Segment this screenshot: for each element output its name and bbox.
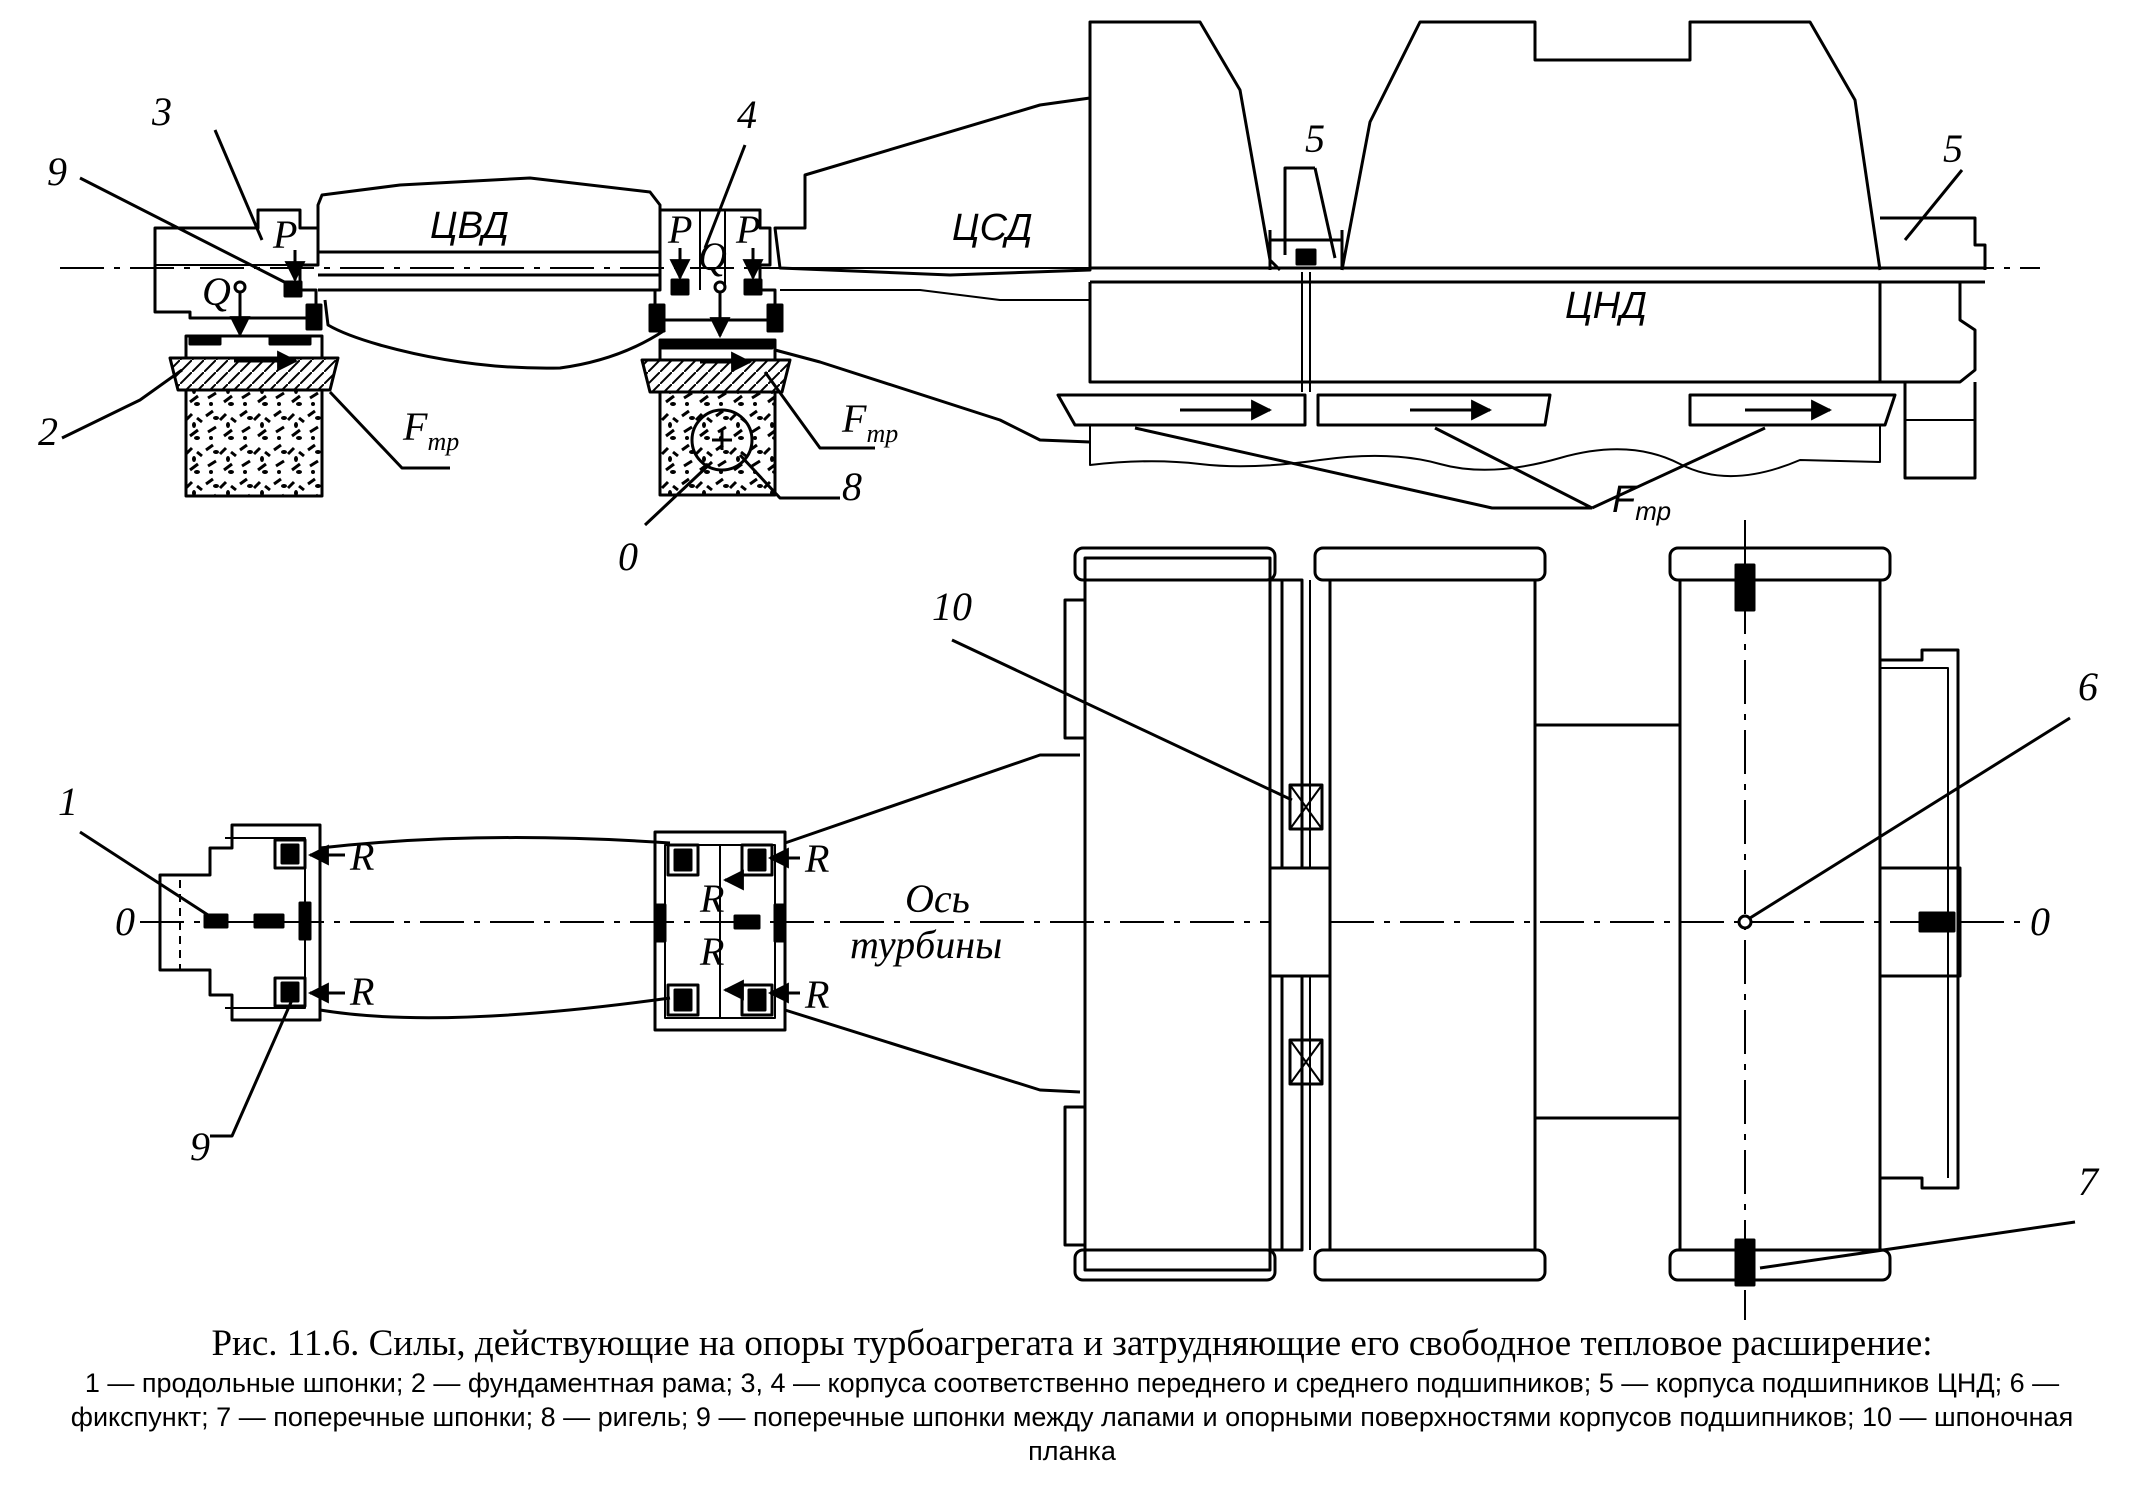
label-9-bottom: 9 xyxy=(190,1124,210,1169)
label-R-mid-top: R xyxy=(804,836,829,881)
turbine-supports-diagram: 3 9 P Q 2 Fтр ЦВД 4 P Q P Fтр 8 0 ЦСД 5 … xyxy=(38,20,2100,1320)
label-R-front-bottom: R xyxy=(349,969,374,1014)
label-7: 7 xyxy=(2078,1159,2100,1204)
label-cnd: ЦНД xyxy=(1565,285,1647,327)
label-R-mid-bottom: R xyxy=(804,972,829,1017)
transverse-key-upper xyxy=(1734,563,1756,612)
label-9-top: 9 xyxy=(47,149,67,194)
label-5-mid: 5 xyxy=(1305,116,1325,161)
label-P-front: P xyxy=(272,212,297,257)
caption-legend: 1 — продольные шпонки; 2 — фундаментная … xyxy=(70,1368,2074,1466)
hp-cylinder-casing xyxy=(316,176,662,254)
caption-title: Рис. 11.6. Силы, действующие на опоры ту… xyxy=(211,1323,1933,1364)
label-0-right: 0 xyxy=(2030,899,2050,944)
lp-feet-2 xyxy=(1316,393,1552,427)
lp-cylinder-lower xyxy=(1088,282,1882,384)
label-axis-2: турбины xyxy=(850,922,1002,967)
label-axis-1: Ось xyxy=(905,876,970,921)
figure-caption: Рис. 11.6. Силы, действующие на опоры ту… xyxy=(20,1322,2124,1468)
label-F-front: Fтр xyxy=(402,404,459,456)
label-0-top: 0 xyxy=(618,534,638,579)
label-R-front-top: R xyxy=(349,834,374,879)
label-csd: ЦСД xyxy=(952,207,1033,249)
transverse-key-lower xyxy=(1734,1238,1756,1287)
fix-point xyxy=(1737,914,1753,930)
label-1: 1 xyxy=(58,779,78,824)
middle-foundation-block xyxy=(658,388,777,497)
label-R-mid-inner-bottom: R xyxy=(699,929,724,974)
front-bearing-plan xyxy=(158,823,322,1022)
label-Q-front: Q xyxy=(202,269,231,314)
front-foundation-block xyxy=(184,386,324,498)
label-R-mid-inner-top: R xyxy=(699,876,724,921)
crossbar-circle xyxy=(690,408,754,472)
label-4: 4 xyxy=(737,92,757,137)
lp-feet-1 xyxy=(1056,393,1307,427)
label-5-rear: 5 xyxy=(1943,126,1963,171)
lp-plan-block-3 xyxy=(1678,578,1882,1252)
label-cvd: ЦВД xyxy=(430,205,509,247)
front-foundation-frame xyxy=(168,356,340,392)
middle-bearing-plan xyxy=(653,830,787,1032)
label-3: 3 xyxy=(151,89,172,134)
lp-cylinder-upper xyxy=(1088,20,1282,272)
lp-plan-left-lug xyxy=(1063,598,1087,740)
label-10: 10 xyxy=(932,584,972,629)
key-plate-lower xyxy=(1288,1038,1324,1086)
label-8: 8 xyxy=(842,464,862,509)
lp-feet-3 xyxy=(1688,393,1897,427)
label-0-left: 0 xyxy=(115,899,135,944)
label-2: 2 xyxy=(38,409,58,454)
ip-cylinder-casing xyxy=(773,96,1092,277)
key-plate-upper xyxy=(1288,783,1324,831)
label-6: 6 xyxy=(2078,664,2098,709)
lp-plan-block-2 xyxy=(1328,578,1537,1252)
label-P-mid-left: P xyxy=(667,207,692,252)
label-Q-mid: Q xyxy=(698,234,727,279)
lp-plan-block-1 xyxy=(1083,556,1272,1272)
label-F-mid: Fтр xyxy=(841,396,898,448)
label-P-mid-right: P xyxy=(735,207,760,252)
label-F-lp: Fтр xyxy=(1612,479,1671,526)
